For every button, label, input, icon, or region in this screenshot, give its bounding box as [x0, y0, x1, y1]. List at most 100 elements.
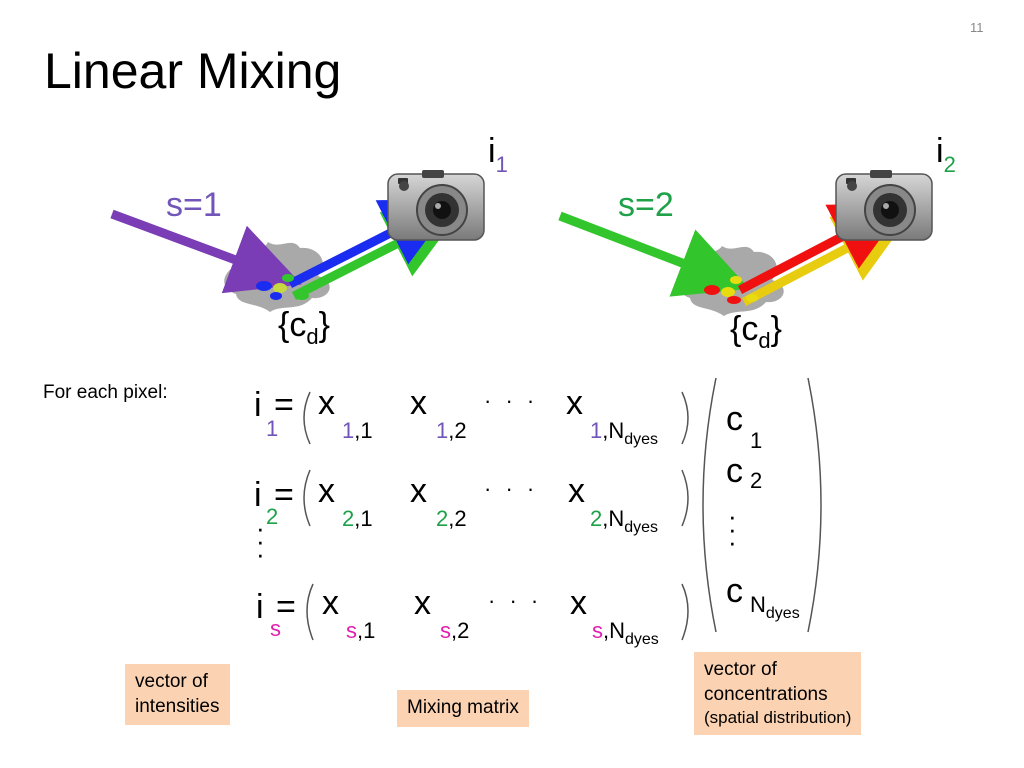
col-index-sub: dyes — [624, 519, 659, 536]
excitation-arrow-purple — [110, 209, 302, 294]
row-s-left-paren — [306, 583, 314, 641]
ellipsis: · · · — [484, 388, 539, 413]
matrix-subscript: 2,1 — [342, 508, 373, 530]
matrix-subscript: 2,2 — [436, 508, 467, 530]
row-index: s — [592, 618, 603, 643]
matrix-subscript: 1,2 — [436, 420, 467, 442]
dye-dot — [256, 281, 272, 291]
for-each-pixel-label: For each pixel: — [43, 382, 168, 403]
row-2-left-paren — [303, 469, 311, 527]
col-index: ,N — [603, 618, 625, 643]
page-number: 11 — [970, 20, 984, 35]
row-1-left-paren — [303, 391, 311, 445]
label-line: concentrations — [704, 683, 828, 705]
label-vector-of-concentrations: vector of concentrations (spatial distri… — [694, 652, 862, 736]
conc-label-sub: d — [758, 328, 771, 353]
label-note: (spatial distribution) — [704, 708, 852, 728]
dye-dot — [746, 294, 758, 302]
conc-sub: Ndyes — [750, 592, 800, 622]
scene-illustrations — [110, 170, 933, 316]
matrix-x: x — [410, 384, 427, 422]
camera-label-2: i2 — [936, 132, 956, 176]
scene-2-illustration — [558, 170, 933, 316]
matrix-x: x — [318, 384, 335, 422]
dye-dot — [727, 296, 741, 304]
row-2-right-paren — [681, 469, 689, 527]
row-index: 2 — [342, 506, 355, 531]
conc-sub-n: N — [750, 592, 766, 617]
lhs-sub: 1 — [266, 416, 279, 441]
dye-dot — [721, 287, 735, 297]
camera-icon — [835, 170, 933, 241]
col-index: ,2 — [451, 618, 470, 643]
label-vector-of-intensities: vector of intensities — [125, 664, 230, 726]
equals-sign: = — [274, 476, 294, 514]
row-index: 1 — [436, 418, 449, 443]
excitation-arrow-green — [558, 211, 750, 297]
dye-dot — [270, 292, 282, 300]
row-index: 2 — [436, 506, 449, 531]
matrix-subscript: s,Ndyes — [592, 618, 659, 648]
matrix-x: x — [410, 472, 427, 510]
lhs-i: i — [254, 476, 262, 514]
dye-dot — [295, 292, 309, 300]
matrix-x: x — [414, 584, 431, 622]
source-label-2: s=2 — [618, 186, 674, 224]
lhs-i: i — [256, 588, 264, 626]
conc-label-open: {c — [730, 310, 759, 348]
label-line: vector of — [704, 659, 777, 680]
dye-dot — [282, 274, 294, 282]
row-1-right-paren — [681, 391, 689, 445]
camera-label-main: i — [936, 132, 944, 170]
vertical-ellipsis-left: ··· — [256, 513, 265, 569]
lhs-sub: s — [270, 616, 281, 641]
matrix-x: x — [318, 472, 335, 510]
conc-label-2: {cd} — [730, 310, 782, 352]
col-index-sub: dyes — [624, 431, 659, 448]
camera-icon — [387, 170, 485, 241]
matrix-x: x — [568, 472, 585, 510]
matrix-subscript: 1,1 — [342, 420, 373, 442]
conc-sub-dyes: dyes — [765, 605, 800, 622]
matrix-x: x — [566, 384, 583, 422]
col-index: ,2 — [448, 506, 467, 531]
label-line: intensities — [135, 695, 220, 717]
col-index: ,N — [602, 418, 625, 443]
row-index: 1 — [342, 418, 355, 443]
equals-sign: = — [276, 588, 296, 626]
conc-sub: 2 — [750, 468, 763, 493]
camera-label-1: i1 — [488, 134, 508, 176]
row-index: 1 — [590, 418, 603, 443]
vertical-ellipsis-right: ··· — [728, 501, 737, 557]
row-s-right-paren — [681, 583, 689, 641]
conc-label-1: {cd} — [278, 306, 330, 348]
lhs-sub: 2 — [266, 504, 279, 529]
col-index-sub: dyes — [625, 631, 659, 648]
col-index: ,N — [602, 506, 625, 531]
matrix-subscript: 2,Ndyes — [590, 506, 658, 536]
lhs-i: i — [254, 386, 262, 424]
ellipsis: · · · — [484, 476, 539, 501]
conc-c: c — [726, 452, 743, 490]
conc-label-close: } — [318, 306, 330, 344]
label-mixing-matrix: Mixing matrix — [397, 690, 529, 727]
matrix-x: x — [570, 584, 587, 622]
matrix-subscript: s,2 — [440, 620, 469, 642]
col-index: ,1 — [354, 506, 373, 531]
equals-sign: = — [274, 386, 294, 424]
camera-label-sub: 1 — [495, 152, 508, 177]
scene-1-illustration — [110, 170, 485, 312]
slide-title: Linear Mixing — [44, 43, 342, 99]
matrix-x: x — [322, 584, 339, 622]
label-line: vector of — [135, 671, 208, 692]
conc-label-open: {c — [278, 306, 307, 344]
row-index: s — [346, 618, 357, 643]
camera-label-sub: 2 — [943, 152, 956, 177]
col-index: ,2 — [448, 418, 467, 443]
conc-label-sub: d — [306, 324, 319, 349]
conc-c: c — [726, 572, 743, 610]
col-index: ,1 — [354, 418, 373, 443]
label-line: Mixing matrix — [407, 697, 519, 718]
conc-c: c — [726, 400, 743, 438]
dye-dot — [730, 276, 742, 284]
